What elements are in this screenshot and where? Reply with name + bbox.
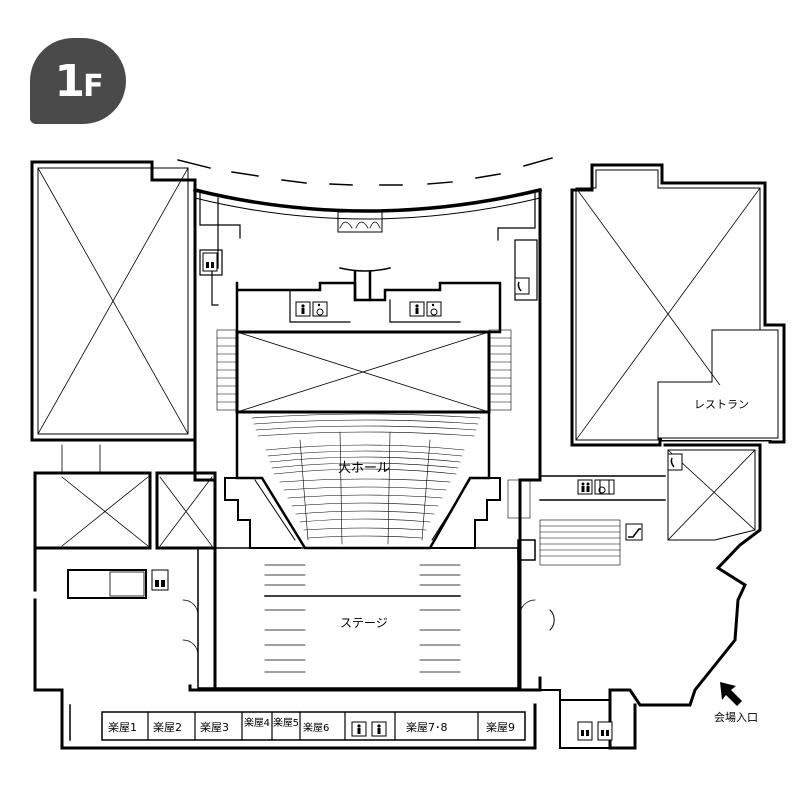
elevator-icon (202, 252, 218, 272)
floor-badge: 1F (30, 38, 126, 124)
phone-icon (514, 277, 530, 295)
dressing-room-3: 楽屋3 (200, 721, 229, 734)
floor-suffix: F (83, 69, 103, 104)
left-lower-block-1 (33, 471, 152, 550)
main-hall-outline (235, 410, 491, 550)
right-block (570, 163, 786, 447)
stage-label: ステージ (340, 616, 388, 630)
phone-icon (667, 453, 683, 471)
elevator-icons-bottom (577, 721, 613, 741)
bottom-corridor (33, 598, 537, 750)
dressing-room-6: 楽屋6 (303, 721, 329, 734)
dressing-room-7-8: 楽屋7･8 (406, 721, 448, 734)
center-building (188, 188, 542, 692)
escalator-icon (625, 523, 643, 541)
toilet-icon-2 (409, 301, 425, 317)
dressing-room-9: 楽屋9 (486, 721, 515, 734)
stage-area (197, 547, 519, 689)
entrance-label: 会場入口 (714, 711, 758, 724)
dressing-room-1: 楽屋1 (108, 721, 137, 734)
toilet-icons-right (577, 479, 615, 495)
restaurant-label: レストラン (694, 398, 749, 411)
wheelchair-icon (312, 301, 328, 317)
entrance-arrow-icon (720, 682, 742, 706)
wheelchair-icon (426, 301, 442, 317)
left-block-inner (37, 167, 189, 435)
dressing-room-4: 楽屋4 (244, 716, 270, 729)
dressing-room-2: 楽屋2 (153, 721, 182, 734)
left-lower-block-2 (155, 471, 217, 550)
left-block (30, 160, 197, 442)
main-hall-label: 大ホール (338, 461, 390, 476)
dressing-room-5: 楽屋5 (273, 716, 299, 729)
floor-number: 1 (54, 56, 85, 107)
toilet-icon-1 (295, 301, 311, 317)
toilet-icons-bottom (351, 721, 387, 737)
seat-rows (251, 413, 481, 545)
elevator-icon (151, 569, 169, 591)
front-curve (192, 187, 543, 213)
dressing-room-labels: 楽屋1 楽屋2 楽屋3 楽屋4 楽屋5 楽屋6 楽屋7･8 楽屋9 (108, 716, 515, 734)
